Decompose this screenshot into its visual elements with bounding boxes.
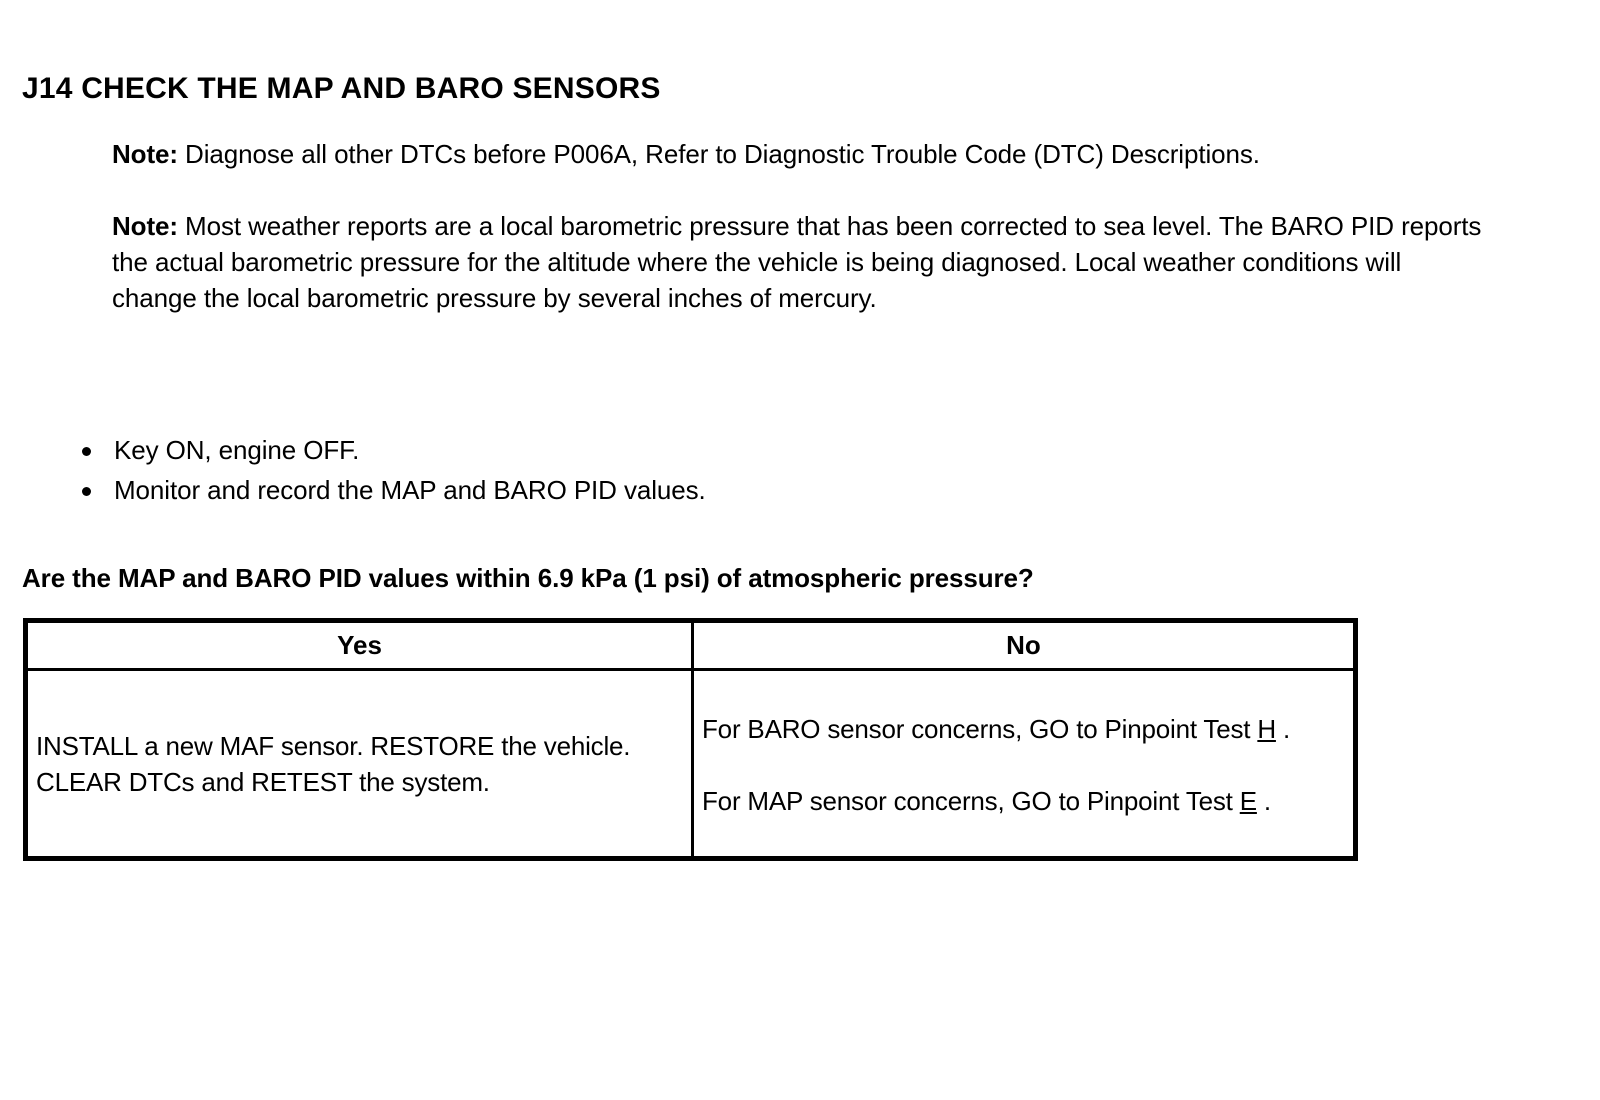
step-text: Key ON, engine OFF. <box>114 435 360 465</box>
no-action-map: For MAP sensor concerns, GO to Pinpoint … <box>702 783 1347 819</box>
no-action-baro: For BARO sensor concerns, GO to Pinpoint… <box>702 711 1347 747</box>
note-paragraph-1: Note: Diagnose all other DTCs before P00… <box>112 136 1487 172</box>
step-text: Monitor and record the MAP and BARO PID … <box>114 475 706 505</box>
list-item: Key ON, engine OFF. <box>78 430 1378 470</box>
table-row: INSTALL a new MAF sensor. RESTORE the ve… <box>24 668 1357 859</box>
cell-no-action: For BARO sensor concerns, GO to Pinpoint… <box>691 668 1357 859</box>
decision-table: Yes No INSTALL a new MAF sensor. RESTORE… <box>23 618 1358 861</box>
procedure-step-list: Key ON, engine OFF. Monitor and record t… <box>78 430 1378 510</box>
pinpoint-test-h-link[interactable]: H <box>1257 713 1276 744</box>
no-action-map-suffix: . <box>1256 785 1271 816</box>
note-text: Diagnose all other DTCs before P006A, Re… <box>177 139 1260 169</box>
no-action-baro-suffix: . <box>1275 713 1290 744</box>
list-item: Monitor and record the MAP and BARO PID … <box>78 470 1378 510</box>
bullet-dot-icon <box>82 487 91 496</box>
no-action-map-prefix: For MAP sensor concerns, GO to Pinpoint … <box>702 785 1240 816</box>
column-header-yes: Yes <box>24 620 694 671</box>
note-text: Most weather reports are a local baromet… <box>112 211 1482 313</box>
note-label: Note: <box>112 211 178 241</box>
note-label: Note: <box>112 139 178 169</box>
page-title: J14 CHECK THE MAP AND BARO SENSORS <box>22 72 661 106</box>
no-action-text: For BARO sensor concerns, GO to Pinpoint… <box>694 705 1353 823</box>
table-header-row: Yes No <box>24 620 1357 671</box>
column-header-no: No <box>691 620 1357 671</box>
yes-action-text: INSTALL a new MAF sensor. RESTORE the ve… <box>36 730 631 797</box>
decision-question: Are the MAP and BARO PID values within 6… <box>22 563 1034 593</box>
bullet-dot-icon <box>82 447 91 456</box>
no-action-baro-prefix: For BARO sensor concerns, GO to Pinpoint… <box>702 713 1258 744</box>
pinpoint-test-e-link[interactable]: E <box>1239 785 1257 816</box>
notes-block: Note: Diagnose all other DTCs before P00… <box>112 136 1487 316</box>
note-paragraph-2: Note: Most weather reports are a local b… <box>112 208 1487 316</box>
cell-yes-action: INSTALL a new MAF sensor. RESTORE the ve… <box>24 668 694 859</box>
